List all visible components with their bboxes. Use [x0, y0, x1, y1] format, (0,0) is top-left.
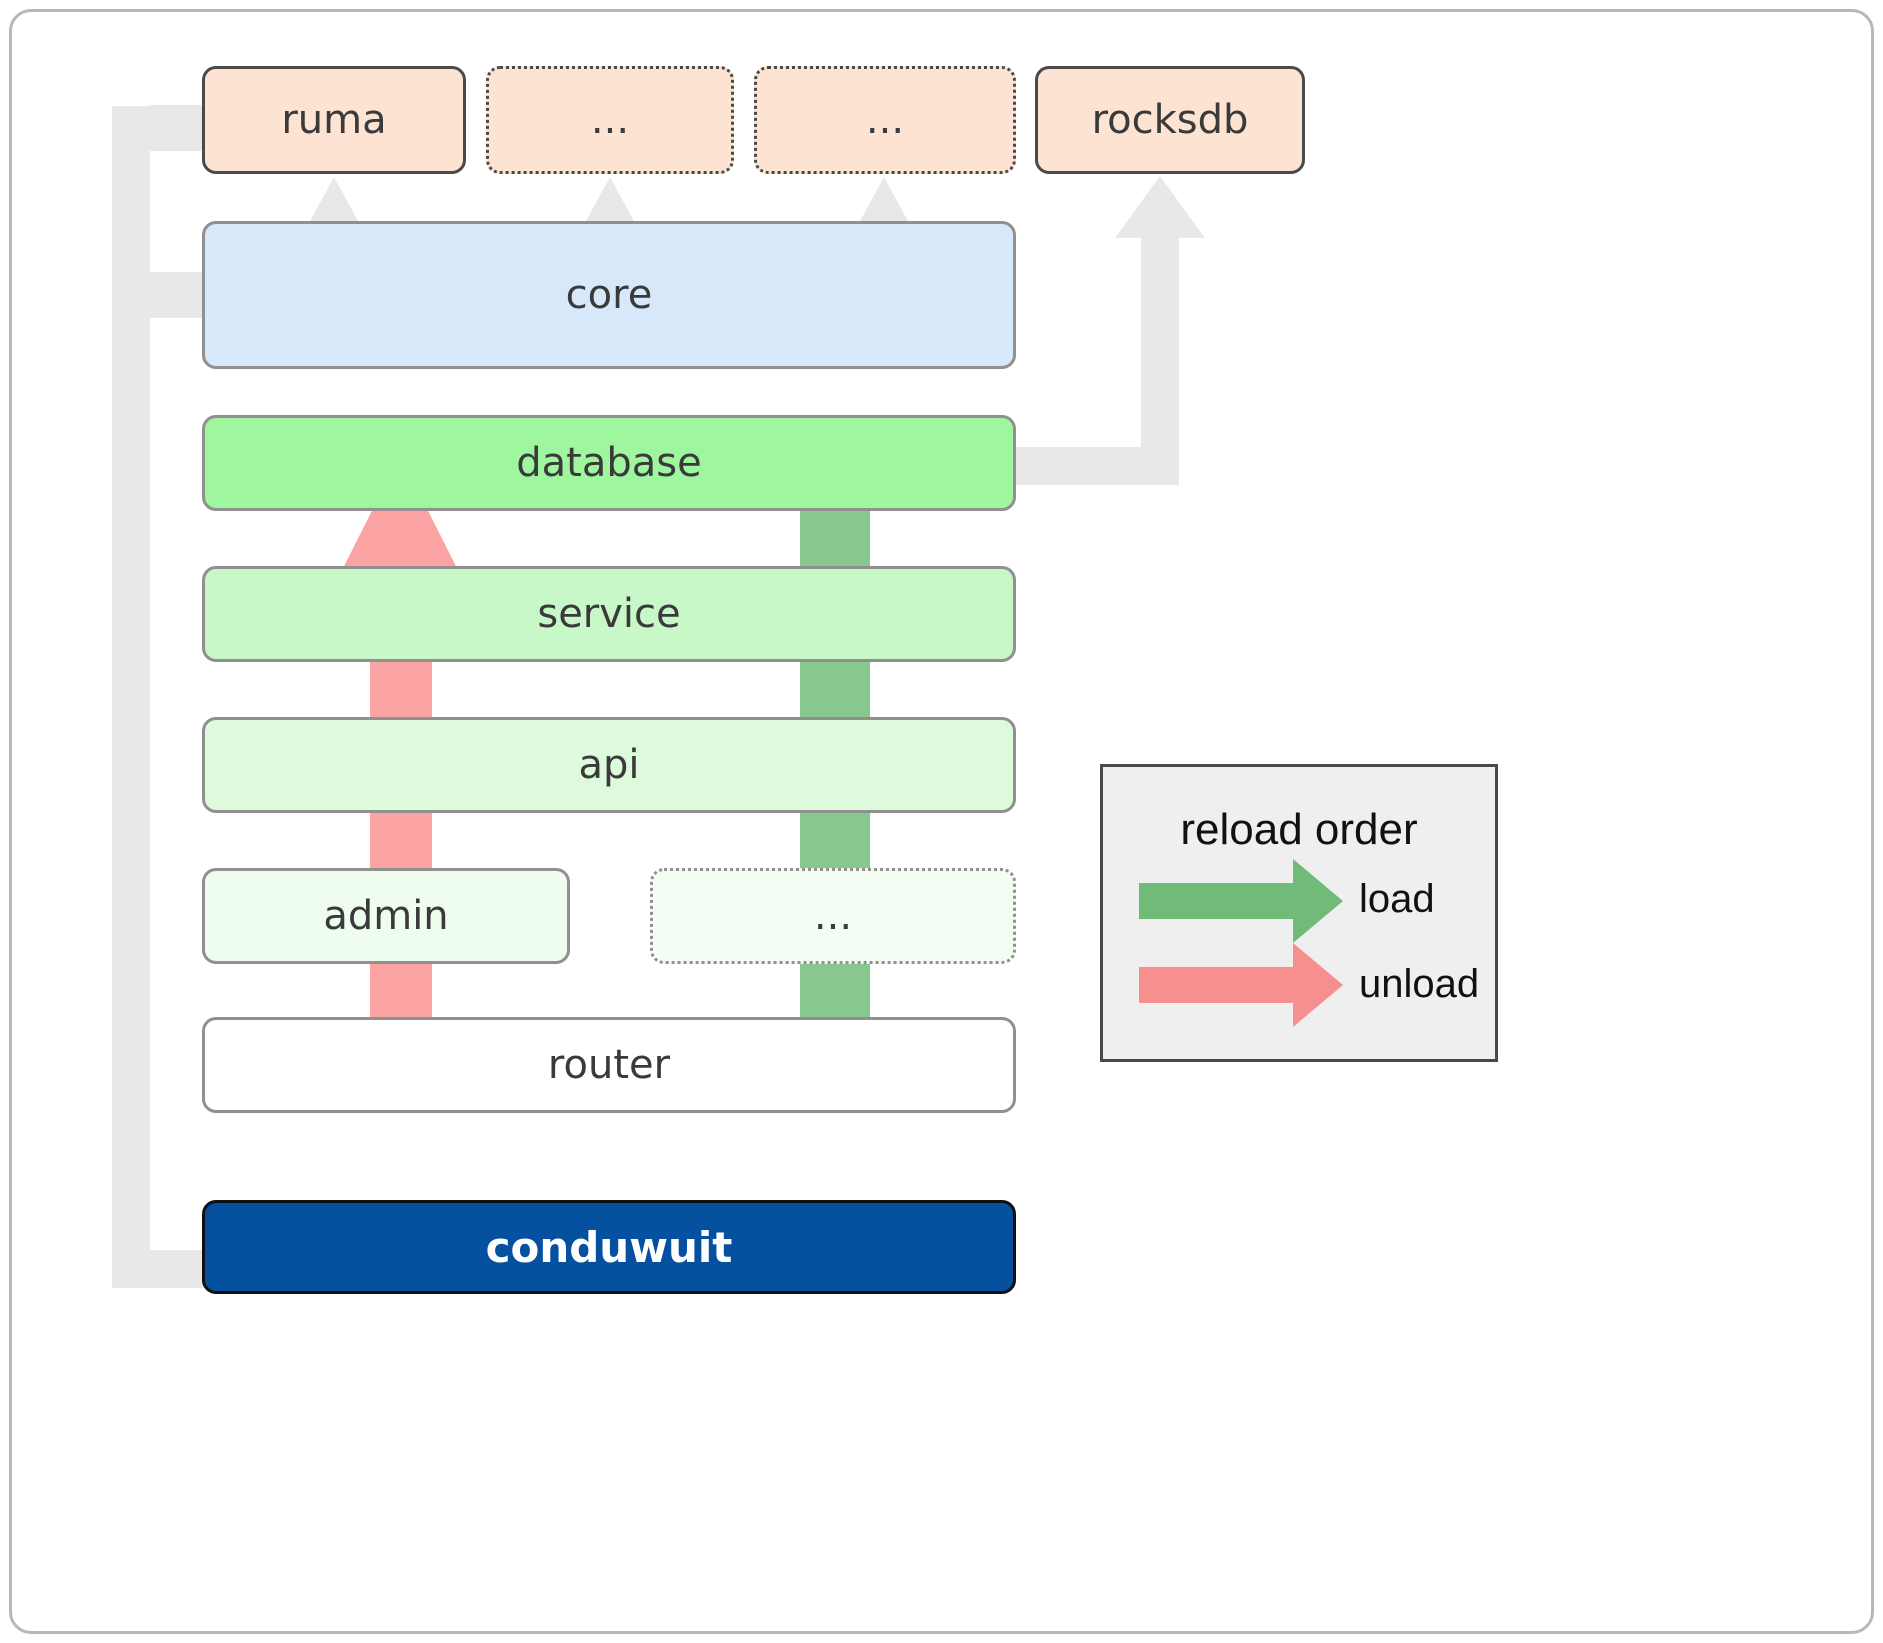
crate-placeholder-2[interactable]: ...	[754, 66, 1016, 174]
crate-placeholder-1-label: ...	[590, 97, 630, 143]
crate-ruma[interactable]: ruma	[202, 66, 466, 174]
legend-title: reload order	[1180, 805, 1418, 854]
module-placeholder-label: ...	[813, 893, 853, 939]
module-service-label: service	[537, 591, 681, 637]
legend-label-unload: unload	[1359, 962, 1480, 1006]
legend-label-load: load	[1359, 877, 1435, 921]
module-admin[interactable]: admin	[202, 868, 570, 964]
legend-arrow-layer	[1139, 859, 1343, 1027]
crate-placeholder-2-label: ...	[865, 97, 905, 143]
crate-ruma-label: ruma	[281, 97, 387, 143]
module-router[interactable]: router	[202, 1017, 1016, 1113]
crate-placeholder-1[interactable]: ...	[486, 66, 734, 174]
crate-rocksdb[interactable]: rocksdb	[1035, 66, 1305, 174]
module-router-label: router	[547, 1042, 671, 1088]
connector-database-to-rocksdb	[1016, 176, 1205, 485]
module-api[interactable]: api	[202, 717, 1016, 813]
module-core-label: core	[565, 272, 653, 318]
module-database[interactable]: database	[202, 415, 1016, 511]
module-placeholder[interactable]: ...	[650, 868, 1016, 964]
module-service[interactable]: service	[202, 566, 1016, 662]
legend-unload-arrow-icon	[1139, 943, 1343, 1027]
module-admin-label: admin	[323, 893, 449, 939]
module-database-label: database	[516, 440, 702, 486]
module-api-label: api	[578, 742, 640, 788]
legend-box: reload order load unload	[1100, 764, 1498, 1062]
binary-conduwuit[interactable]: conduwuit	[202, 1200, 1016, 1294]
binary-conduwuit-label: conduwuit	[485, 1222, 733, 1272]
legend-load-arrow-icon	[1139, 859, 1343, 943]
crate-rocksdb-label: rocksdb	[1091, 97, 1249, 143]
module-core[interactable]: core	[202, 221, 1016, 369]
